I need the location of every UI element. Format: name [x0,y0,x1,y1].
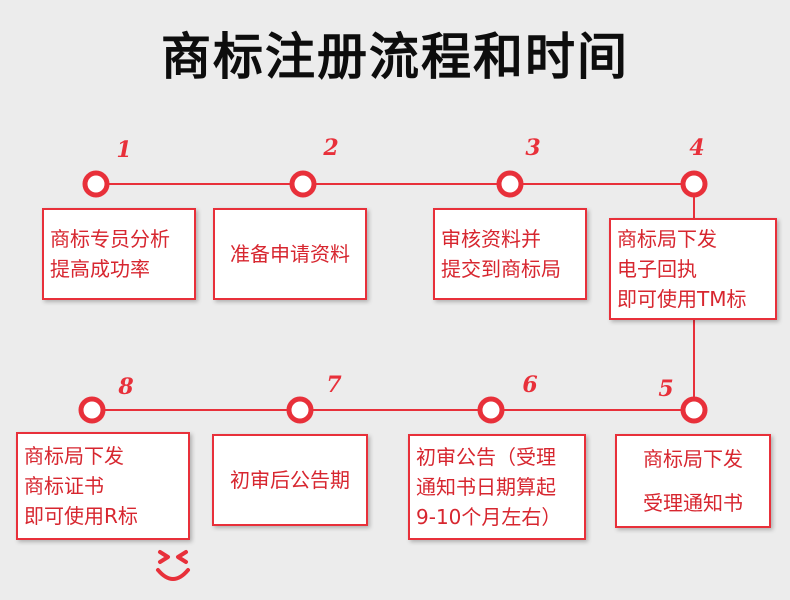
step-3-node [496,170,524,198]
step-2-box: 准备申请资料 [213,208,367,300]
step-8-line-3: 即可使用R标 [24,504,138,528]
step-8-node [78,396,106,424]
step-5-line-1: 商标局下发 [643,447,743,471]
step-7-number: 7 [326,372,342,398]
step-4-box: 商标局下发 电子回执 即可使用TM标 [609,218,777,320]
step-4-line-3: 即可使用TM标 [617,287,747,311]
step-6-box: 初审公告（受理 通知书日期算起 9-10个月左右） [408,434,586,540]
step-8-line-2: 商标证书 [24,474,104,498]
step-1-node [82,170,110,198]
step-7-line-1: 初审后公告期 [230,468,350,492]
step-4-line-1: 商标局下发 [617,227,717,251]
step-6-line-2: 通知书日期算起 [416,475,556,499]
smiley-icon [156,550,190,581]
step-6-number: 6 [522,372,538,398]
step-3-number: 3 [525,135,541,161]
step-5-box: 商标局下发 受理通知书 [615,434,771,528]
step-6-line-1: 初审公告（受理 [416,445,556,469]
step-4-number: 4 [689,135,705,161]
step-7-node [286,396,314,424]
step-5-node [680,396,708,424]
step-2-number: 2 [323,135,339,161]
step-8-number: 8 [118,374,134,400]
step-2-node [289,170,317,198]
step-5-number: 5 [658,376,674,402]
step-1-number: 1 [116,137,132,163]
step-1-line-2: 提高成功率 [50,257,150,281]
step-4-node [680,170,708,198]
step-3-line-1: 审核资料并 [441,227,541,251]
step-5-line-2: 受理通知书 [643,491,743,515]
step-6-line-3: 9-10个月左右） [416,505,562,529]
step-1-box: 商标专员分析 提高成功率 [42,208,196,300]
step-8-line-1: 商标局下发 [24,444,124,468]
step-8-box: 商标局下发 商标证书 即可使用R标 [16,432,190,540]
step-3-line-2: 提交到商标局 [441,257,561,281]
step-6-node [477,396,505,424]
page-title: 商标注册流程和时间 [161,28,629,86]
step-2-line-1: 准备申请资料 [230,242,350,266]
step-4-line-2: 电子回执 [617,257,697,281]
step-3-box: 审核资料并 提交到商标局 [433,208,587,300]
step-7-box: 初审后公告期 [212,434,368,526]
step-1-line-1: 商标专员分析 [50,227,170,251]
